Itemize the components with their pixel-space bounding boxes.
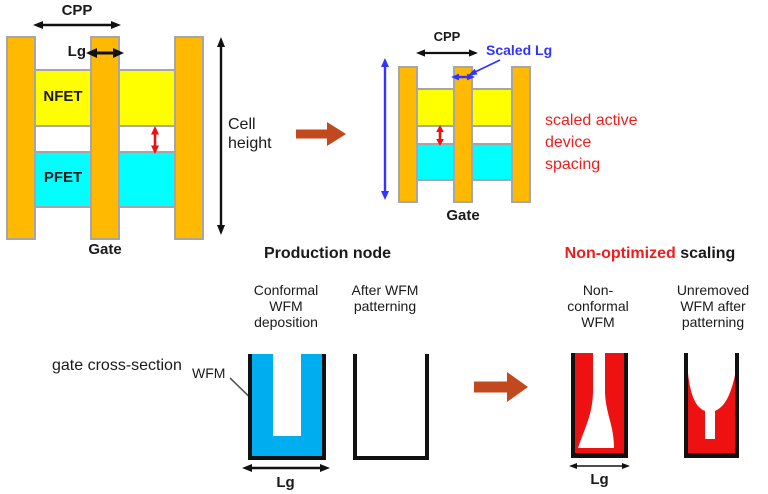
scaled-cpp-label: CPP [433,29,461,44]
gate-cross-section-label: gate cross-section [52,357,182,374]
cell-height-arrow-icon [217,37,225,235]
scaled-cpp-arrow-icon [416,49,478,57]
scaled-lg-label: Scaled Lg [486,42,553,58]
conformal-wfm-label: Conformal WFM deposition [253,282,319,330]
non-optimized-heading: Non-optimized scaling [540,245,760,263]
wfm-label: WFM [192,365,226,381]
scaled-spacing-note: scaled active device spacing [545,112,638,173]
scaled-cell-height-arrow-icon [381,58,389,200]
device-spacing-arrow-icon [151,126,159,154]
unremoved-wfm-label: Unremoved WFM after patterning [676,282,750,330]
scaled-gate-bar-left [398,66,418,203]
transition-arrow-bottom-icon [474,372,528,402]
production-node-heading: Production node [263,245,392,262]
scaled-gate-bar-right [511,66,531,203]
scaled-spacing-arrow-icon [436,125,444,146]
cpp-arrow-icon [33,21,121,29]
gate-bar-left [6,36,36,240]
after-patterning-label: After WFM patterning [351,282,419,314]
lg-bottom-label: Lg [276,474,295,491]
scaled-gate-bar-center [453,66,473,203]
cell-height-label: Cell height [228,116,272,152]
scaled-gate-label: Gate [446,207,480,224]
gate-bar-center [90,36,120,240]
transition-arrow-icon [296,122,346,146]
lg-bottom-arrow-icon [242,464,330,472]
non-conformal-wfm-label: Non-conformal WFM [567,282,629,330]
lg-arrow-icon [86,48,124,58]
nfet-label: NFET [43,88,83,105]
gate-bar-right [174,36,204,240]
conformal-wfm-shape [248,354,326,460]
pfet-label: PFET [43,169,83,186]
non-conformal-wfm-shape [571,353,628,458]
lg-scaled-arrow-icon [569,463,630,469]
gate-label: Gate [88,241,122,258]
non-optimized-heading-red: Non-optimized [564,245,676,262]
cpp-label: CPP [61,2,93,19]
non-optimized-heading-rest: scaling [675,245,736,262]
scaled-lg-arrow-icon [451,73,475,81]
scaled-lg-pointer-icon [468,59,501,76]
patterned-gate-shape [353,354,429,460]
unremoved-wfm-shape [684,353,739,458]
lg-scaled-label: Lg [590,471,609,488]
lg-label: Lg [67,43,86,60]
